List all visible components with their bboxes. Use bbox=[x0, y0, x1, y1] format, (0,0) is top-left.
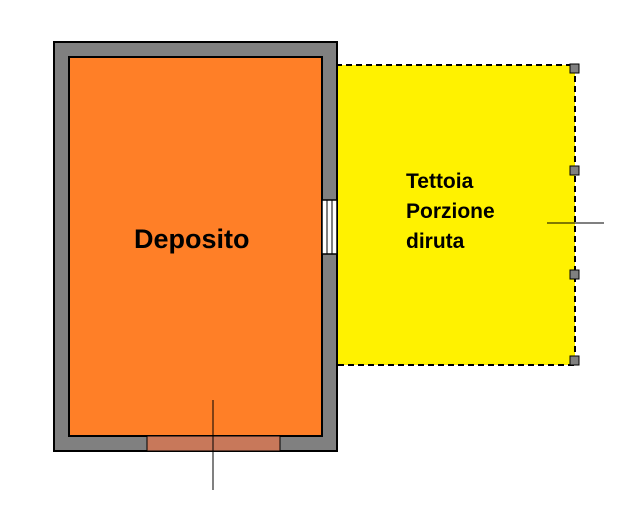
deposito-window bbox=[321, 199, 338, 255]
resize-handle[interactable] bbox=[569, 269, 580, 280]
resize-handle[interactable] bbox=[569, 355, 580, 366]
deposito-label: Deposito bbox=[134, 224, 250, 254]
tettoia-label-line-3: diruta bbox=[406, 230, 465, 253]
tettoia-area bbox=[336, 65, 575, 365]
tettoia-label-line-2: Porzione bbox=[406, 200, 495, 223]
resize-handle[interactable] bbox=[569, 165, 580, 176]
selection-handles bbox=[569, 63, 580, 366]
resize-handle[interactable] bbox=[569, 63, 580, 74]
tettoia-label-line-1: Tettoia bbox=[406, 170, 474, 193]
tettoia-label: Tettoia Porzione diruta bbox=[406, 167, 495, 257]
